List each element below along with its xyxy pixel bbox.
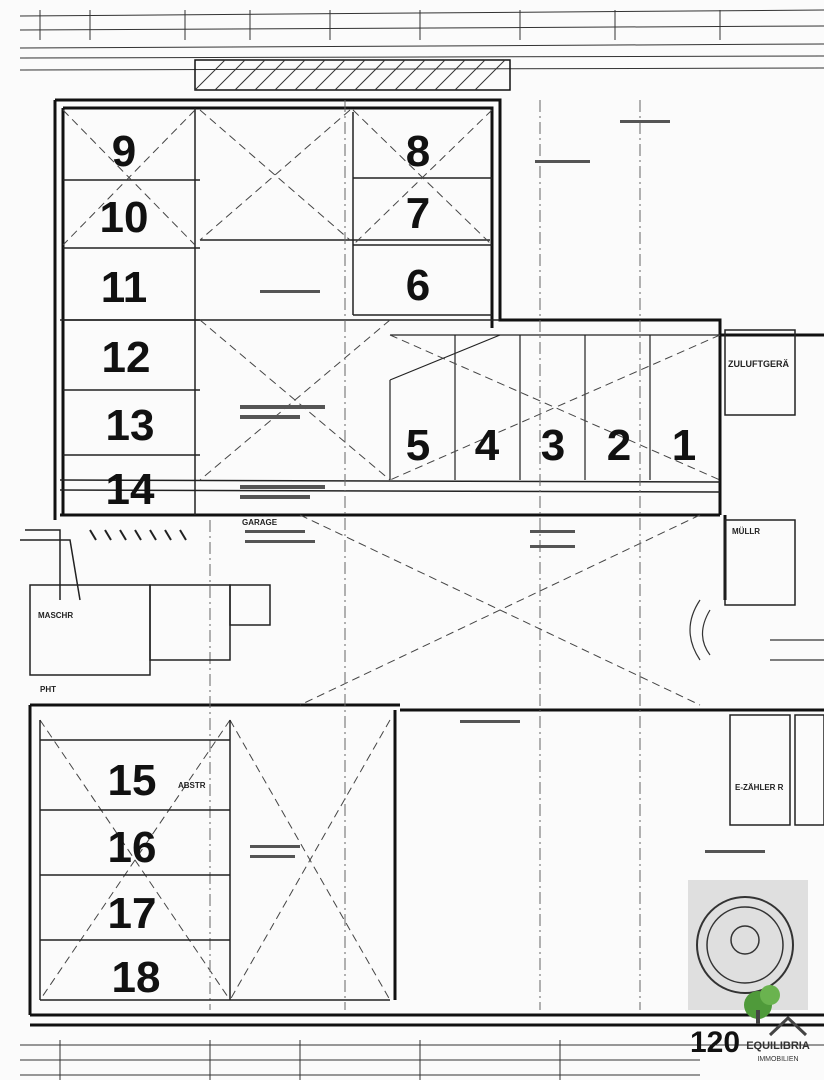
spot-16: 16 <box>108 823 157 872</box>
stair-arcs <box>689 599 824 661</box>
spot-3: 3 <box>541 421 565 470</box>
ramp-strokes <box>20 529 187 601</box>
muell-label: MÜLLR <box>732 527 760 536</box>
pht-label: PHT <box>40 685 56 694</box>
dashed-diagonals <box>39 109 721 1001</box>
left-stall-dividers <box>59 108 721 515</box>
spot-11: 11 <box>101 263 148 312</box>
zaehler-label: E-ZÄHLER R <box>735 783 784 792</box>
bottom-dimension-lines <box>20 1040 824 1080</box>
abstr-label: ABSTR <box>178 781 206 790</box>
spot-13: 13 <box>106 401 155 450</box>
spot-14: 14 <box>106 465 155 514</box>
spot-2: 2 <box>607 421 631 470</box>
axis-lines <box>209 100 641 1010</box>
logo-sub: IMMOBILIEN <box>757 1056 798 1063</box>
parking-numbers: 9 10 11 12 13 14 8 7 6 5 4 3 2 1 15 16 1… <box>100 127 697 1002</box>
spot-8: 8 <box>406 127 430 176</box>
house-icon <box>768 1015 808 1037</box>
hatched-strip <box>194 59 511 91</box>
left-lower-stall-dividers <box>39 720 390 1001</box>
spot-10: 10 <box>100 193 149 242</box>
spot-1: 1 <box>672 421 696 470</box>
spot-15: 15 <box>108 756 157 805</box>
annotation-marks <box>240 120 765 858</box>
spot-18: 18 <box>112 953 161 1002</box>
right-upper-stall-dividers <box>200 112 492 316</box>
spot-7: 7 <box>406 189 430 238</box>
zuluft-label: ZULUFTGERÄ <box>728 359 789 369</box>
logo-name: EQUILIBRIA <box>746 1040 810 1052</box>
spot-5: 5 <box>406 421 430 470</box>
mid-row-dividers <box>389 334 720 480</box>
garage-label: GARAGE <box>242 518 278 527</box>
spot-17: 17 <box>108 889 157 938</box>
equilibria-logo: EQUILIBRIA IMMOBILIEN <box>744 985 810 1063</box>
page-number: 120 <box>690 1026 740 1059</box>
top-dimension-lines <box>19 9 824 71</box>
masch-label: MASCHR <box>38 611 73 620</box>
spot-12: 12 <box>102 333 151 382</box>
spot-4: 4 <box>475 421 500 470</box>
utility-rooms <box>29 329 824 826</box>
spot-9: 9 <box>112 127 136 176</box>
spot-6: 6 <box>406 261 430 310</box>
notary-stamp <box>688 880 808 1010</box>
